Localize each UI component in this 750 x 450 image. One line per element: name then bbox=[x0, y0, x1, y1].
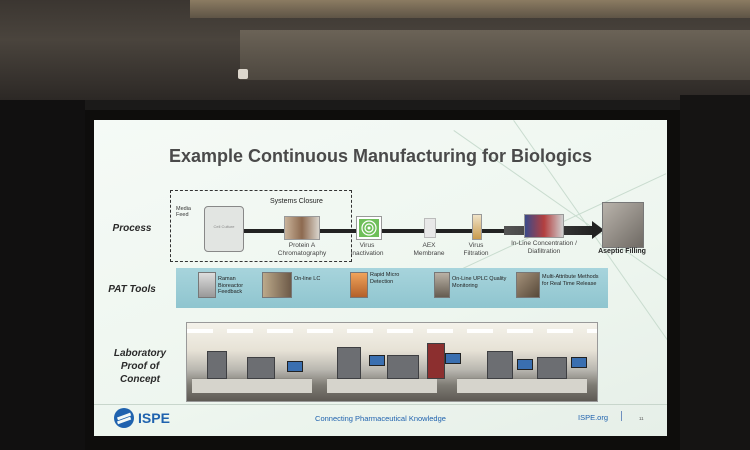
footer-separator bbox=[621, 411, 622, 421]
step-label-aex-membrane: AEX Membrane bbox=[413, 242, 445, 257]
lab-equipment bbox=[427, 343, 445, 379]
pat-item-raman: Raman Bioreactor Feedback bbox=[198, 272, 258, 304]
ispe-logo-icon bbox=[114, 408, 134, 428]
lab-bench bbox=[457, 378, 587, 393]
step-label-in-line-concentration: In-Line Concentration / Diafiltration bbox=[511, 240, 577, 255]
lab-bench bbox=[327, 378, 437, 393]
multi-attribute-image bbox=[516, 272, 540, 298]
pat-label-online-lc: On-line LC bbox=[294, 276, 321, 282]
pat-item-online-lc: On-line LC bbox=[262, 272, 332, 304]
room-left-wall bbox=[0, 100, 85, 450]
pat-item-rapid-micro: Rapid Micro Detection bbox=[350, 272, 416, 304]
systems-closure-label: Systems Closure bbox=[270, 198, 323, 205]
raman-image bbox=[198, 272, 216, 298]
row-label-process: Process bbox=[112, 223, 152, 234]
lab-monitor bbox=[517, 359, 533, 370]
lab-monitor bbox=[445, 353, 461, 364]
lab-monitor bbox=[287, 361, 303, 372]
laboratory-panorama-photo bbox=[186, 322, 598, 402]
protein-a-chromatography-image bbox=[284, 216, 320, 240]
aseptic-filling-image bbox=[602, 202, 644, 248]
step-label-aseptic-filling: Aseptic Filling bbox=[598, 248, 646, 255]
pat-label-raman: Raman Bioreactor Feedback bbox=[218, 276, 244, 295]
lab-monitor bbox=[571, 357, 587, 368]
row-label-pat-tools: PAT Tools bbox=[108, 284, 156, 295]
step-label-protein-a: Protein A Chromatography bbox=[277, 242, 327, 257]
lab-equipment bbox=[247, 357, 275, 379]
lab-equipment bbox=[537, 357, 567, 379]
presentation-slide: Example Continuous Manufacturing for Bio… bbox=[94, 120, 667, 436]
in-line-concentration-image bbox=[524, 214, 564, 238]
process-flow-arrow-head bbox=[592, 221, 604, 239]
lab-equipment bbox=[387, 355, 419, 379]
bioreactor-label: Cell Culture bbox=[213, 224, 235, 229]
footer-tagline: Connecting Pharmaceutical Knowledge bbox=[315, 414, 446, 423]
pat-item-online-uplc: On-Line UPLC Quality Monitoring bbox=[434, 272, 516, 304]
lab-equipment bbox=[337, 347, 361, 379]
pat-item-multi-attribute: Multi-Attribute Methods for Real Time Re… bbox=[516, 272, 606, 304]
systems-closure-box bbox=[170, 190, 352, 262]
footer-url: ISPE.org bbox=[578, 413, 609, 422]
lab-equipment bbox=[207, 351, 227, 379]
online-lc-image bbox=[262, 272, 292, 298]
spiral-icon bbox=[359, 219, 379, 237]
footer-divider bbox=[94, 404, 667, 405]
rapid-micro-image bbox=[350, 272, 368, 298]
ispe-logo-text: ISPE bbox=[138, 410, 170, 426]
pat-label-online-uplc: On-Line UPLC Quality Monitoring bbox=[452, 276, 507, 289]
step-label-virus-inactivation: Virus Inactivation bbox=[350, 242, 384, 257]
ceiling-panel bbox=[240, 30, 750, 80]
online-uplc-image bbox=[434, 272, 450, 298]
process-flow-line bbox=[244, 229, 594, 233]
lab-monitor bbox=[369, 355, 385, 366]
lab-ceiling-lights bbox=[187, 329, 597, 333]
step-label-virus-filtration: Virus Filtration bbox=[463, 242, 489, 257]
lab-equipment bbox=[487, 351, 513, 379]
media-feed-label: Media Feed bbox=[176, 206, 191, 218]
pat-label-multi-attribute: Multi-Attribute Methods for Real Time Re… bbox=[542, 274, 599, 287]
virus-filtration-image bbox=[472, 214, 482, 240]
ceiling-light bbox=[190, 0, 750, 18]
bioreactor-icon: Cell Culture bbox=[204, 206, 244, 252]
pat-label-rapid-micro: Rapid Micro Detection bbox=[370, 272, 400, 285]
room-right-wall bbox=[680, 95, 750, 450]
slide-title: Example Continuous Manufacturing for Bio… bbox=[168, 146, 593, 166]
wall-sensor bbox=[238, 69, 248, 79]
slide-page-number: 11 bbox=[639, 416, 644, 421]
lab-bench bbox=[192, 378, 312, 393]
virus-inactivation-image bbox=[356, 216, 382, 240]
row-label-lab: Laboratory Proof of Concept bbox=[113, 348, 167, 385]
aex-membrane-image bbox=[424, 218, 436, 238]
